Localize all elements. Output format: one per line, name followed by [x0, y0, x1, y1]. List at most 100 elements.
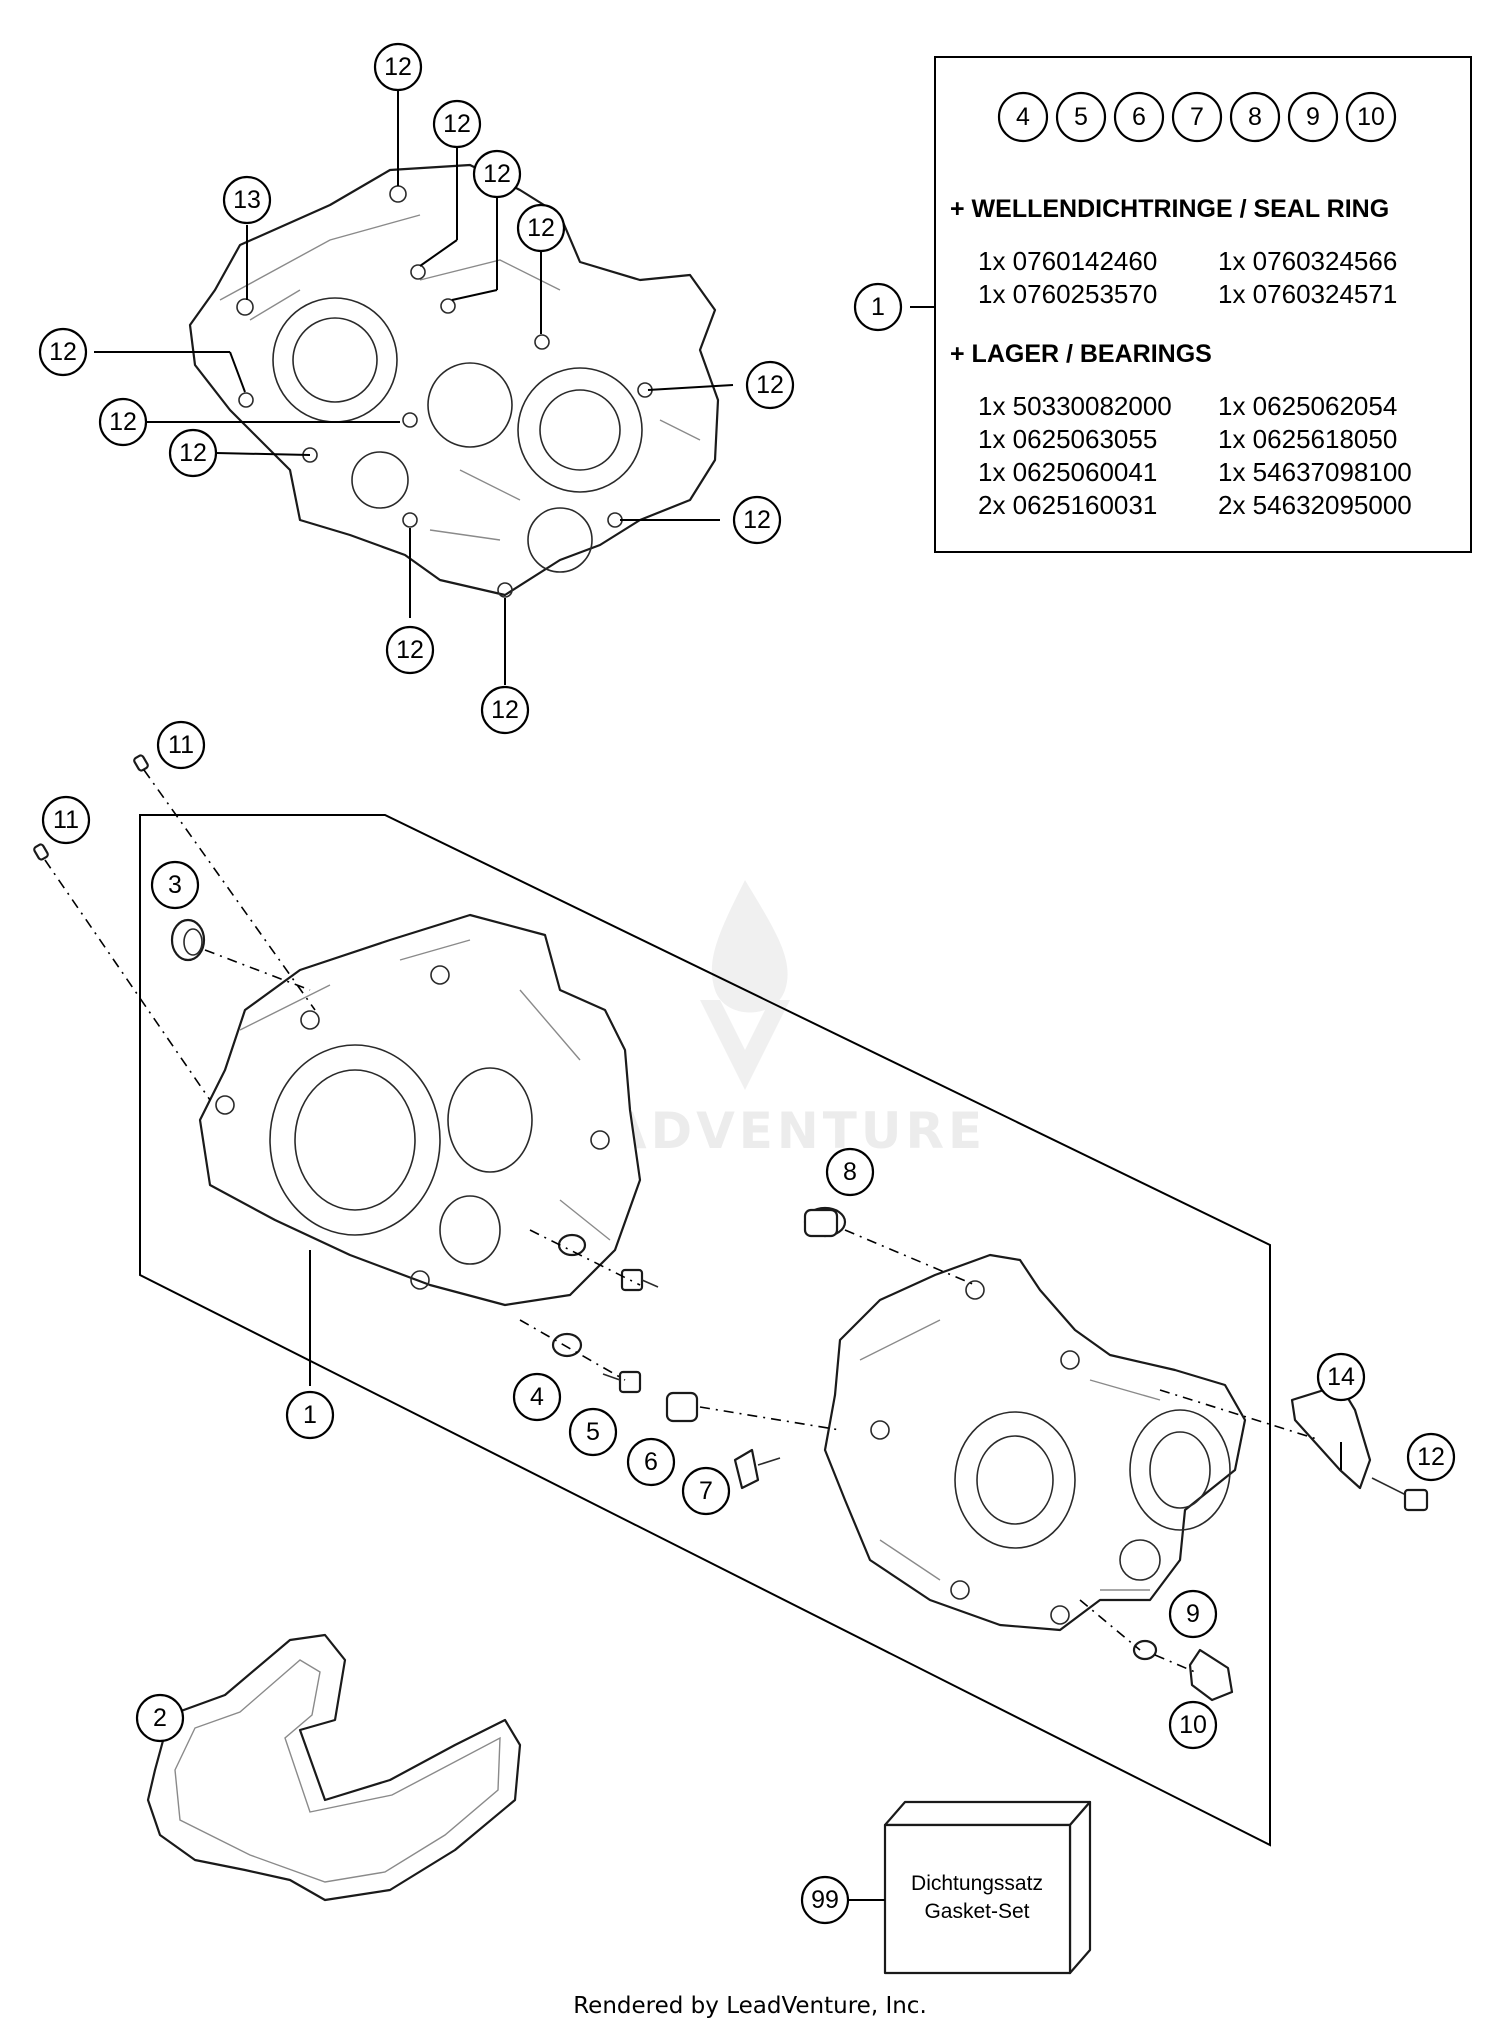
kit-label-en: Gasket-Set	[924, 1900, 1029, 1923]
callout-label: 12	[527, 214, 555, 242]
callout-label: 12	[483, 160, 511, 188]
callout-c9: 9	[1168, 1589, 1218, 1639]
callout-label: 12	[179, 439, 207, 467]
callout-label: 12	[491, 696, 519, 724]
kit-number-8: 8	[1229, 91, 1281, 143]
callout-circle	[626, 1437, 676, 1487]
callout-circle	[135, 1693, 185, 1743]
callout-label: 12	[396, 636, 424, 664]
callout-label: 6	[644, 1448, 658, 1476]
callout-c7: 7	[681, 1466, 731, 1516]
callout-circle	[1406, 1432, 1456, 1482]
callout-c12: 12	[1406, 1432, 1456, 1482]
callout-top-12h: 12	[168, 428, 218, 478]
callout-c10: 10	[1168, 1700, 1218, 1750]
callout-circle	[853, 282, 903, 332]
seal-ring-part-number: 1x 0760253570	[978, 279, 1157, 309]
callout-label: 11	[53, 806, 79, 834]
bearing-part-number: 1x 50330082000	[978, 391, 1172, 421]
callout-label: 1	[303, 1401, 317, 1429]
callout-label: 5	[586, 1418, 600, 1446]
callout-c4: 4	[512, 1372, 562, 1422]
callout-label: 12	[1417, 1443, 1445, 1471]
callout-label: 3	[168, 871, 182, 899]
right-crankcase-half	[823, 1253, 1247, 1632]
bearing-part-number: 1x 0625062054	[1218, 391, 1397, 421]
callout-top-12c: 12	[472, 149, 522, 199]
explode-lines	[44, 769, 1321, 1673]
kit-number-5: 5	[1055, 91, 1107, 143]
seal-ring-part-number: 1x 0760142460	[978, 246, 1157, 276]
kit-number-10: 10	[1345, 91, 1397, 143]
callout-circle	[168, 428, 218, 478]
callout-circle	[1168, 1700, 1218, 1750]
kit-number-circle	[1055, 91, 1107, 143]
bearing-header: + LAGER / BEARINGS	[950, 340, 1212, 368]
callout-circle	[156, 720, 206, 770]
callout-circle	[385, 625, 435, 675]
callout-circle	[1168, 1589, 1218, 1639]
callout-c2: 2	[135, 1693, 185, 1743]
kit-number-4: 4	[997, 91, 1049, 143]
callout-circle	[38, 327, 88, 377]
callout-top-12g: 12	[98, 397, 148, 447]
part-info-box: + WELLENDICHTRINGE / SEAL RING 1x 076014…	[910, 56, 1472, 553]
kit-number-circle	[997, 91, 1049, 143]
callout-top-12k: 12	[480, 685, 530, 735]
callout-circle	[568, 1407, 618, 1457]
callout-c3: 3	[150, 860, 200, 910]
callout-label: 14	[1327, 1363, 1355, 1391]
kit-number-label: 9	[1306, 103, 1320, 131]
bearing-part-number: 1x 54637098100	[1218, 457, 1412, 487]
callout-c11a: 11	[156, 720, 206, 770]
bearing-part-number: 2x 54632095000	[1218, 490, 1412, 520]
kit-number-label: 4	[1016, 103, 1030, 131]
callout-circle	[1316, 1352, 1366, 1402]
kit-number-circle	[1287, 91, 1339, 143]
callout-top-12e: 12	[38, 327, 88, 377]
callout-c11b: 11	[41, 795, 91, 845]
callout-c14: 14	[1316, 1352, 1366, 1402]
callout-label: 1	[871, 293, 885, 321]
kit-number-label: 7	[1190, 103, 1204, 131]
callout-circle	[681, 1466, 731, 1516]
footer-credit: Rendered by LeadVenture, Inc.	[573, 1993, 927, 2019]
lower-leaders	[309, 1250, 1342, 1470]
gasket-outline	[146, 1633, 522, 1902]
bearing-part-number: 1x 0625063055	[978, 424, 1157, 454]
kit-number-9: 9	[1287, 91, 1339, 143]
kit-number-label: 5	[1074, 103, 1088, 131]
callout-bubbles: 1212121312121212121212121111381445671129…	[38, 42, 1456, 1925]
callout-circle	[41, 795, 91, 845]
callout-c5: 5	[568, 1407, 618, 1457]
callout-label: 13	[233, 186, 261, 214]
callout-circle	[98, 397, 148, 447]
seal-ring-header: + WELLENDICHTRINGE / SEAL RING	[950, 195, 1389, 223]
callout-circle	[732, 495, 782, 545]
bearing-part-number: 1x 0625060041	[978, 457, 1157, 487]
callout-c1: 1	[285, 1390, 335, 1440]
kit-number-6: 6	[1113, 91, 1165, 143]
callout-label: 12	[49, 338, 77, 366]
callout-c6: 6	[626, 1437, 676, 1487]
assembly-frame	[139, 814, 1271, 1847]
callout-circle	[285, 1390, 335, 1440]
callout-label: 12	[443, 110, 471, 138]
callout-circle	[745, 360, 795, 410]
kit-number-circle	[1229, 91, 1281, 143]
callout-circle	[480, 685, 530, 735]
callout-circle	[432, 99, 482, 149]
callout-circle	[373, 42, 423, 92]
callout-top-12a: 12	[373, 42, 423, 92]
small-parts	[33, 754, 1429, 1702]
callout-c8: 8	[825, 1147, 875, 1197]
kit-number-circle	[1345, 91, 1397, 143]
seal-ring-part-number: 1x 0760324566	[1218, 246, 1397, 276]
callout-circle	[150, 860, 200, 910]
kit-number-7: 7	[1171, 91, 1223, 143]
callout-circle	[222, 175, 272, 225]
kit-number-label: 8	[1248, 103, 1262, 131]
callout-label: 7	[699, 1477, 713, 1505]
